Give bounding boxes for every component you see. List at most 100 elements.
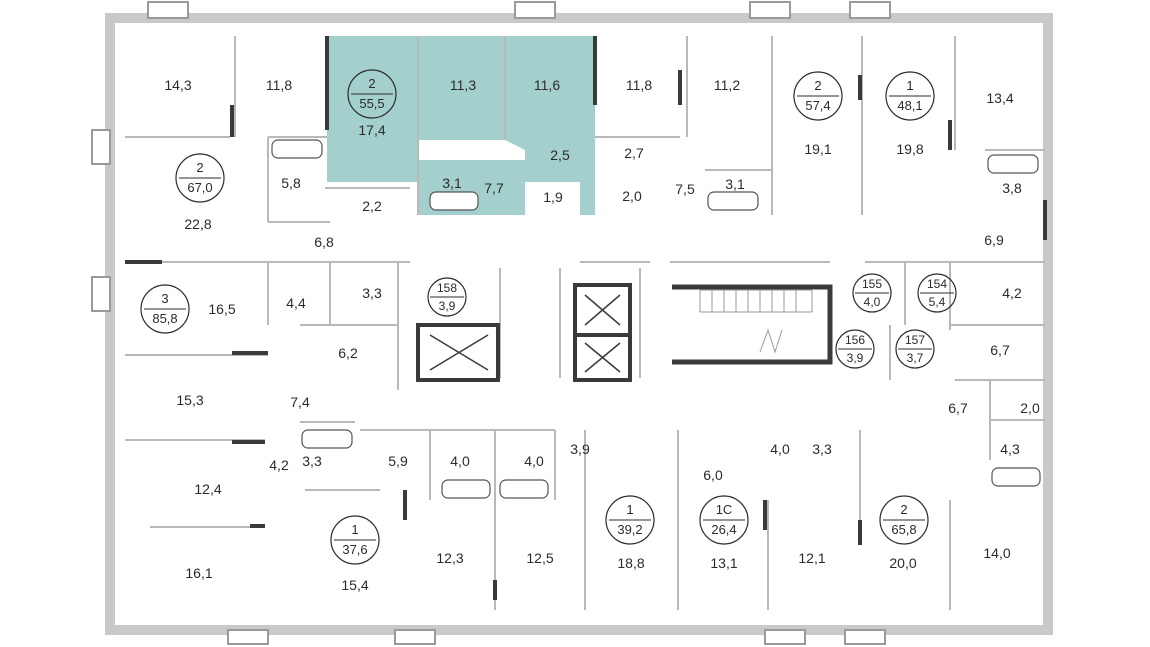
utility-number: 157 <box>905 333 925 347</box>
stairwell <box>672 284 833 365</box>
room-area: 18,8 <box>617 555 644 571</box>
room-area: 6,7 <box>948 400 968 416</box>
apartment-rooms: 2 <box>814 78 821 93</box>
room-area: 20,0 <box>889 555 916 571</box>
badge-apt-d: 2 67,0 <box>175 153 225 203</box>
room-area: 4,4 <box>286 295 306 311</box>
room-area: 15,4 <box>341 577 368 593</box>
utility-area: 3,9 <box>847 351 864 365</box>
room-area: 16,5 <box>208 301 235 317</box>
room-area: 11,3 <box>450 77 476 93</box>
utility-area: 4,0 <box>864 295 881 309</box>
room-area: 22,8 <box>184 216 211 232</box>
apartment-badges: 2 55,5 2 57,4 1 48,1 2 67,0 3 85,8 <box>140 69 935 565</box>
room-area: 2,5 <box>550 147 570 163</box>
room-area: 12,1 <box>798 550 825 566</box>
utility-badges: 158 3,9 155 4,0 154 5,4 156 3,9 157 3,7 <box>427 273 957 369</box>
room-area: 11,2 <box>714 77 740 93</box>
apartment-rooms: 1 <box>906 78 913 93</box>
room-area: 19,1 <box>804 141 831 157</box>
apartment-area: 26,4 <box>711 522 736 537</box>
room-area: 14,0 <box>983 545 1010 561</box>
room-area: 6,7 <box>990 342 1010 358</box>
room-area: 3,9 <box>570 441 590 457</box>
apartment-rooms: 1 <box>626 502 633 517</box>
room-area: 4,0 <box>524 453 544 469</box>
badge-apt-b: 2 57,4 <box>793 71 843 121</box>
apartment-area: 39,2 <box>617 522 642 537</box>
badge-utility-155: 155 4,0 <box>852 273 892 313</box>
room-area: 17,4 <box>358 122 385 138</box>
apartment-rooms: 2 <box>368 76 375 91</box>
room-area: 14,3 <box>164 77 191 93</box>
room-area: 3,1 <box>725 176 745 192</box>
badge-apt-f: 1 37,6 <box>330 515 380 565</box>
room-area: 11,6 <box>534 77 560 93</box>
apartment-area: 37,6 <box>342 542 367 557</box>
utility-number: 154 <box>927 277 947 291</box>
room-labels: 14,3 11,8 17,4 11,3 11,6 11,8 11,2 19,1 … <box>164 77 1040 593</box>
utility-area: 5,4 <box>929 295 946 309</box>
room-area: 1,9 <box>543 189 563 205</box>
room-area: 4,0 <box>450 453 470 469</box>
room-area: 4,2 <box>1002 285 1022 301</box>
room-area: 3,3 <box>362 285 382 301</box>
room-area: 15,3 <box>176 392 203 408</box>
room-area: 4,0 <box>770 441 790 457</box>
utility-area: 3,7 <box>907 351 924 365</box>
room-area: 13,1 <box>710 555 737 571</box>
apartment-rooms: 2 <box>196 160 203 175</box>
room-area: 2,7 <box>624 145 644 161</box>
utility-number: 156 <box>845 333 865 347</box>
room-area: 4,3 <box>1000 441 1020 457</box>
room-area: 6,8 <box>314 234 334 250</box>
room-area: 16,1 <box>185 565 212 581</box>
room-area: 6,0 <box>703 467 723 483</box>
room-area: 7,4 <box>290 394 310 410</box>
structural-walls <box>125 36 1047 600</box>
bathtubs <box>271 139 1041 499</box>
apartment-rooms: 1С <box>716 502 733 517</box>
apartment-rooms: 2 <box>900 502 907 517</box>
utility-number: 155 <box>862 277 882 291</box>
room-area: 3,3 <box>812 441 832 457</box>
room-area: 19,8 <box>896 141 923 157</box>
apartment-area: 65,8 <box>891 522 916 537</box>
room-area: 3,8 <box>1002 180 1022 196</box>
room-area: 6,2 <box>338 345 358 361</box>
room-area: 3,1 <box>442 175 462 191</box>
utility-area: 3,9 <box>439 299 456 313</box>
room-area: 5,8 <box>281 175 301 191</box>
badge-apt-e: 3 85,8 <box>140 284 190 334</box>
room-area: 11,8 <box>626 77 652 93</box>
apartment-area: 48,1 <box>897 98 922 113</box>
utility-number: 158 <box>437 281 457 295</box>
room-area: 3,3 <box>302 453 322 469</box>
room-area: 4,2 <box>269 457 289 473</box>
badge-utility-158: 158 3,9 <box>427 277 467 317</box>
badge-utility-156: 156 3,9 <box>835 329 875 369</box>
badge-apt-a: 2 55,5 <box>347 69 397 119</box>
room-area: 12,5 <box>526 550 553 566</box>
apartment-rooms: 1 <box>351 522 358 537</box>
apartment-area: 57,4 <box>805 98 830 113</box>
room-area: 7,5 <box>675 181 695 197</box>
badge-apt-i: 2 65,8 <box>879 495 929 545</box>
badge-apt-g: 1 39,2 <box>605 495 655 545</box>
windows <box>91 1 891 645</box>
room-area: 2,0 <box>622 188 642 204</box>
room-area: 7,7 <box>484 180 504 196</box>
badge-apt-h: 1С 26,4 <box>699 495 749 545</box>
room-area: 5,9 <box>388 453 408 469</box>
apartment-area: 67,0 <box>187 180 212 195</box>
elevator-core <box>416 283 632 382</box>
apartment-rooms: 3 <box>161 291 168 306</box>
badge-utility-154: 154 5,4 <box>917 273 957 313</box>
room-area: 12,4 <box>194 481 221 497</box>
badge-apt-c: 1 48,1 <box>885 71 935 121</box>
room-area: 11,8 <box>266 77 292 93</box>
room-area: 2,2 <box>362 198 382 214</box>
room-area: 2,0 <box>1020 400 1040 416</box>
apartment-area: 85,8 <box>152 311 177 326</box>
